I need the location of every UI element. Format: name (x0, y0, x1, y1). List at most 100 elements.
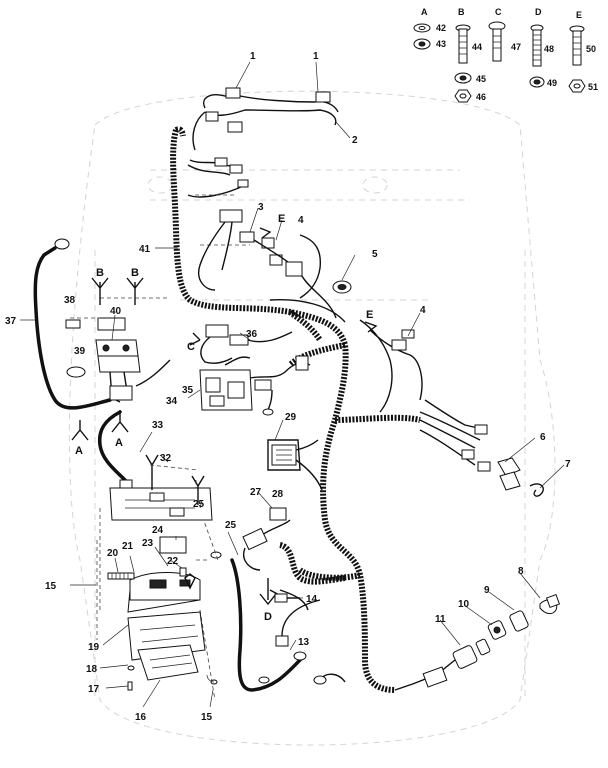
lamp-socket-left (225, 87, 241, 99)
switch-39 (66, 366, 86, 378)
relay-4 (285, 261, 303, 277)
callout-21: 21 (122, 541, 134, 552)
callout-25-lower: 25 (225, 520, 237, 531)
callout-19: 19 (88, 642, 100, 653)
hardware-key: A B C D E 42 43 44 45 46 47 (413, 7, 598, 103)
key-column-d-label: D (535, 7, 542, 17)
key-part-50: 50 (586, 44, 596, 54)
key-part-43: 43 (436, 39, 446, 49)
callout-41: 41 (139, 244, 151, 255)
callout-23: 23 (142, 538, 154, 549)
bolt-20-icon (107, 572, 135, 580)
lower-right-components (394, 593, 561, 691)
callout-5: 5 (372, 249, 378, 260)
key-part-42: 42 (436, 23, 446, 33)
callout-24: 24 (152, 525, 164, 536)
battery-cables (33, 238, 133, 489)
key-part-45: 45 (476, 74, 486, 84)
lamp-socket-right (315, 91, 331, 103)
callout-9: 9 (484, 585, 490, 596)
battery-hold-down-bracket (109, 487, 213, 521)
callout-8: 8 (518, 566, 524, 577)
key-part-48: 48 (544, 44, 554, 54)
key-column-b-label: B (458, 7, 465, 17)
main-wiring-conduit-41 (170, 126, 421, 693)
solenoid-switch-assembly (65, 277, 171, 403)
callout-34: 34 (166, 396, 178, 407)
ref-letter-d: D (264, 611, 272, 623)
callout-14: 14 (306, 594, 318, 605)
callout-35: 35 (182, 385, 194, 396)
battery-assembly (96, 480, 219, 701)
callout-10: 10 (458, 599, 470, 610)
callout-3: 3 (258, 202, 264, 213)
callout-15-bottom: 15 (201, 712, 213, 723)
callout-labels: 1 1 2 3 4 4 5 6 7 8 9 10 11 13 14 15 15 … (5, 51, 571, 723)
solenoid-40 (95, 339, 139, 357)
callout-6: 6 (540, 432, 546, 443)
callout-2: 2 (352, 135, 358, 146)
lower-middle-cables (210, 542, 346, 692)
callout-27: 27 (250, 487, 262, 498)
callout-36: 36 (246, 329, 258, 340)
middle-connectors (242, 439, 323, 571)
reference-arrows (71, 227, 378, 441)
bolt-47-icon (488, 21, 506, 62)
bracket-32-markers (145, 454, 205, 590)
d-ground-marker (259, 578, 288, 606)
callout-28: 28 (272, 489, 284, 500)
callout-1-left: 1 (250, 51, 256, 62)
switch-6 (497, 457, 521, 477)
ignition-module (199, 324, 311, 416)
key-column-a-label: A (421, 7, 428, 17)
callout-40: 40 (110, 306, 122, 317)
callout-37: 37 (5, 316, 17, 327)
callout-32: 32 (160, 453, 172, 464)
callout-leaders (20, 207, 565, 708)
key-part-46: 46 (476, 92, 486, 102)
ref-letter-e-mid: E (366, 309, 373, 321)
screw-48-icon (530, 24, 544, 67)
rear-harness-wires (187, 157, 250, 246)
callout-13: 13 (298, 637, 310, 648)
callout-38: 38 (64, 295, 76, 306)
ring-terminal-13 (293, 651, 307, 661)
callout-4-right: 4 (420, 305, 426, 316)
screw-50-icon (569, 25, 585, 66)
battery-box-16 (137, 644, 199, 681)
callout-16: 16 (135, 712, 147, 723)
connector-36 (205, 324, 229, 338)
callout-22: 22 (167, 556, 179, 567)
callout-15-left: 15 (45, 581, 57, 592)
callout-1-right: 1 (313, 51, 319, 62)
ref-letter-c: C (187, 341, 195, 353)
ref-letter-a-right: A (115, 437, 123, 449)
lens-9 (509, 610, 529, 632)
ring-terminal-37 (54, 238, 70, 250)
callout-17: 17 (88, 684, 100, 695)
key-part-51: 51 (588, 82, 598, 92)
connector-27 (269, 507, 287, 521)
bolt-44-icon (455, 24, 471, 64)
key-column-e-label: E (576, 10, 582, 20)
key-column-c-label: C (495, 7, 502, 17)
connector-block-top (219, 209, 243, 223)
reference-letters: E E B B C A A D (75, 213, 373, 623)
clip-38 (65, 319, 81, 329)
connector-3 (239, 231, 255, 243)
connector-11-plug (422, 666, 448, 688)
callout-33: 33 (152, 420, 164, 431)
callout-18: 18 (86, 664, 98, 675)
callout-39: 39 (74, 346, 86, 357)
callout-7: 7 (565, 459, 571, 470)
terminal-7 (529, 483, 544, 497)
callout-4-top: 4 (298, 215, 304, 226)
right-harness-branches (359, 319, 544, 497)
center-harness-branches (198, 209, 352, 323)
ref-letter-b-left: B (96, 267, 104, 279)
callout-11: 11 (435, 614, 446, 625)
key-part-49: 49 (547, 78, 557, 88)
key-part-47: 47 (511, 42, 521, 52)
connector-4-right (391, 339, 407, 351)
